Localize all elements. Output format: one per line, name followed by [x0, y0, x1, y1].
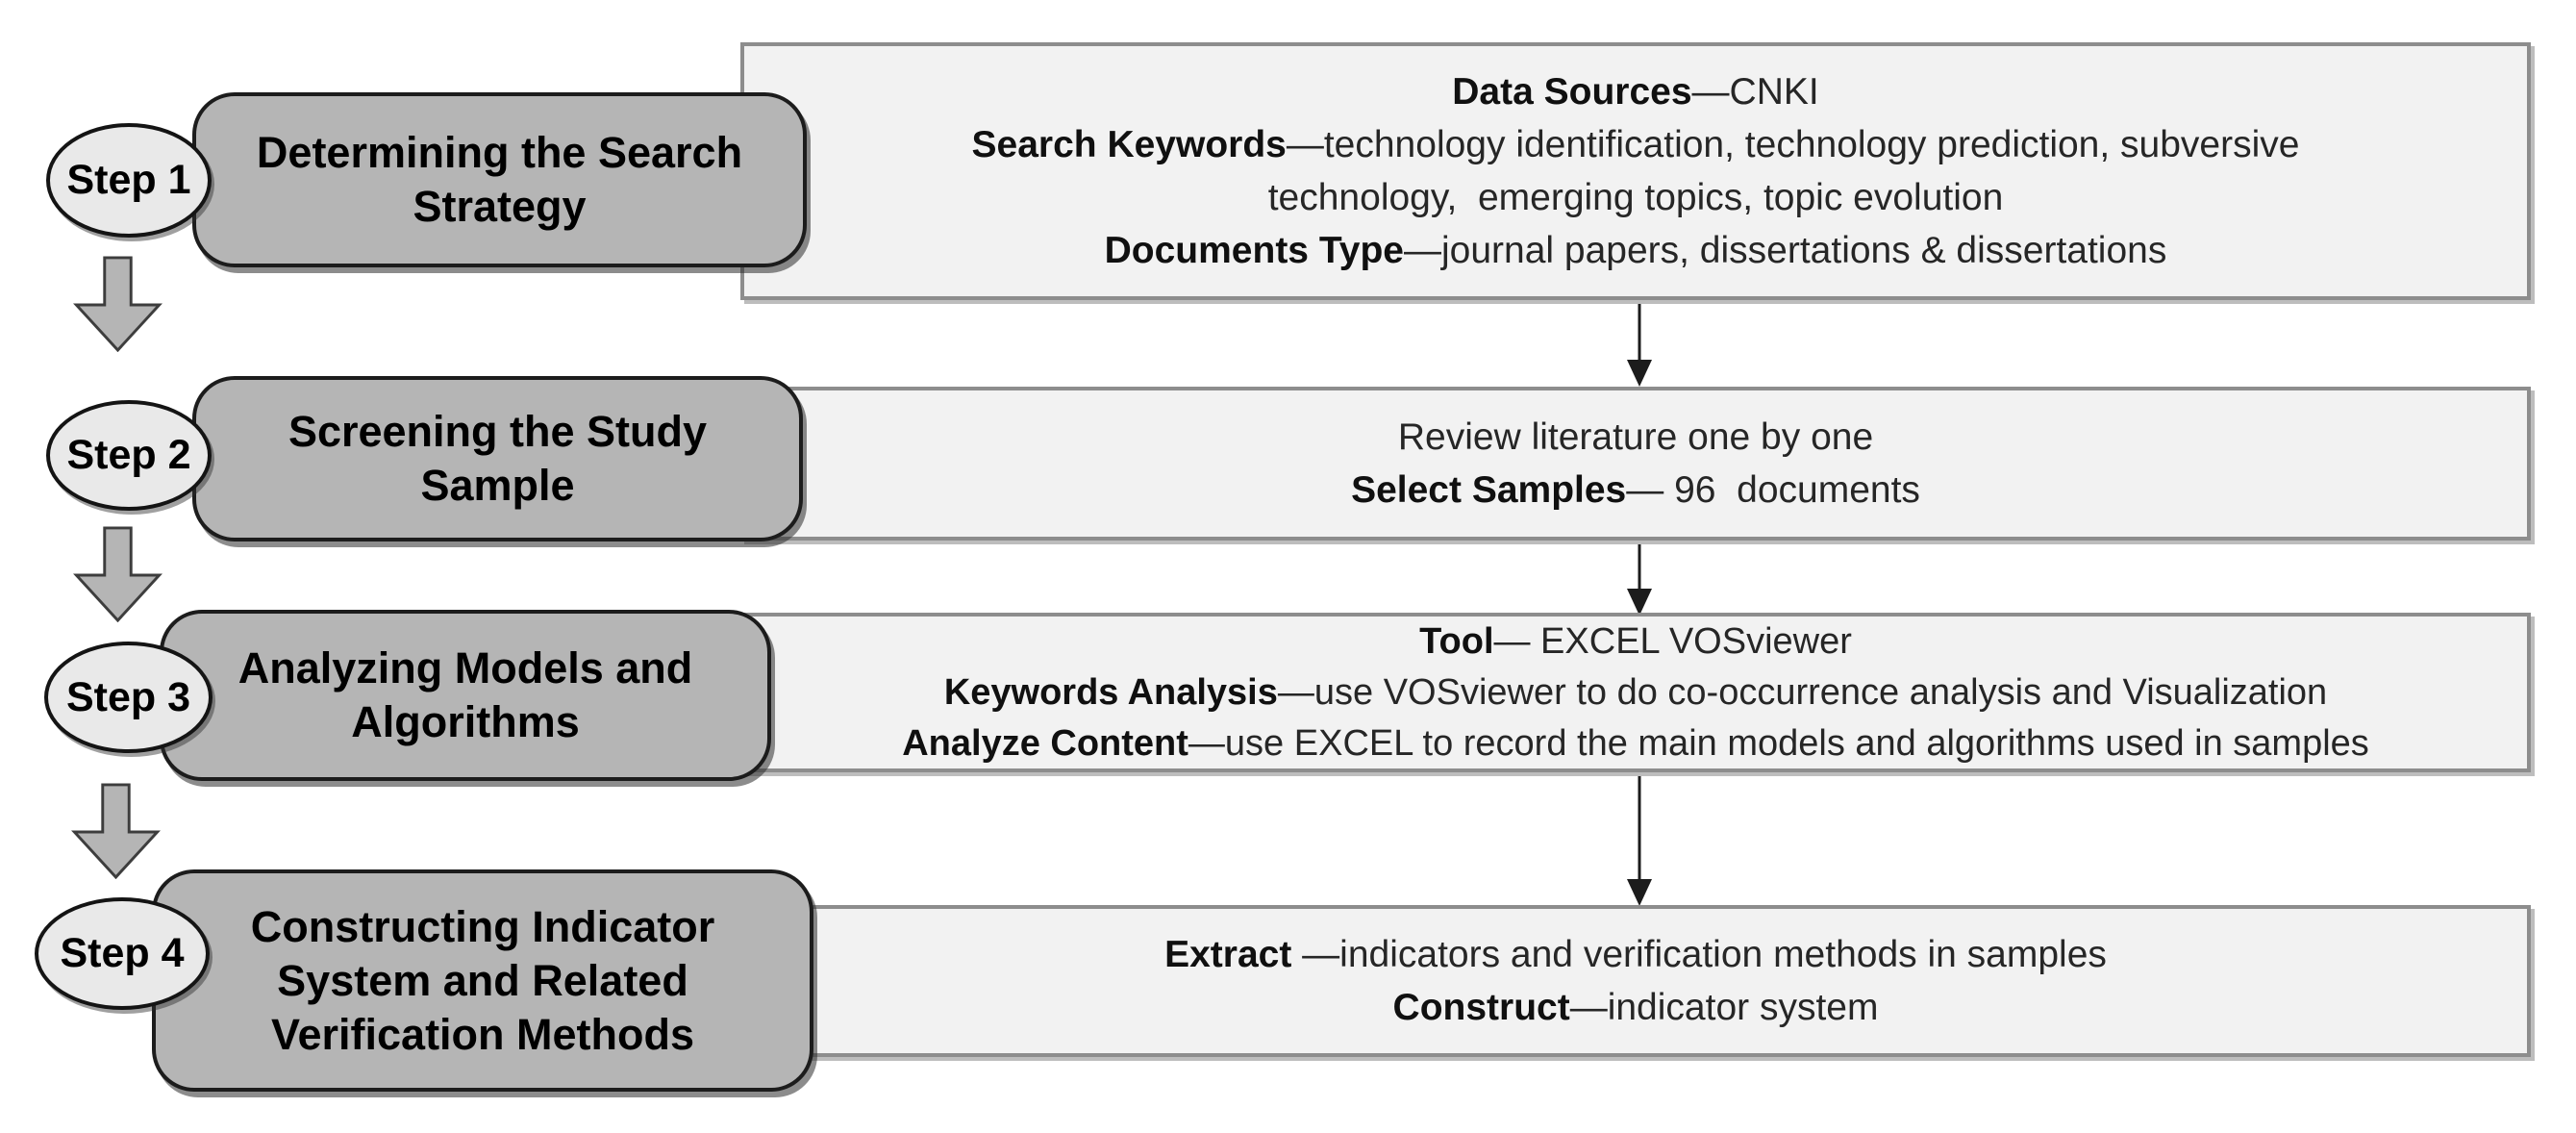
- step-box-4: Constructing Indicator System and Relate…: [152, 869, 813, 1092]
- detail-line: technology, emerging topics, topic evolu…: [1268, 171, 2004, 224]
- step-box-1: Determining the Search Strategy: [192, 92, 807, 267]
- detail-label: Keywords Analysis: [943, 671, 1278, 713]
- detail-line: Select Samples— 96 documents: [1351, 464, 1920, 516]
- detail-text: — 96 documents: [1626, 469, 1920, 511]
- connector-arrowhead: [1627, 360, 1652, 387]
- detail-text: technology, emerging topics, topic evolu…: [1267, 177, 2004, 218]
- detail-text: —use VOSviewer to do co-occurrence analy…: [1277, 671, 2328, 713]
- down-arrow-icon: [71, 783, 161, 879]
- detail-label: Data Sources: [1452, 71, 1692, 113]
- detail-line: Construct—indicator system: [1393, 981, 1879, 1034]
- step-title: Analyzing Models and Algorithms: [238, 643, 693, 746]
- step-badge-3: Step 3: [44, 642, 213, 753]
- detail-text: —indicator system: [1569, 987, 1879, 1028]
- step-box-2: Screening the Study Sample: [192, 376, 803, 541]
- detail-line: Review literature one by one: [1398, 411, 1873, 464]
- down-arrow-icon: [73, 526, 163, 622]
- detail-text: —use EXCEL to record the main models and…: [1188, 722, 2369, 764]
- detail-line: Analyze Content—use EXCEL to record the …: [902, 718, 2369, 769]
- step-title: Screening the Study Sample: [288, 407, 708, 510]
- step-badge-2: Step 2: [46, 400, 212, 511]
- connector-arrowhead: [1627, 879, 1652, 906]
- connector-arrow-icon: [1622, 771, 1657, 906]
- detail-box-step-3: Tool— EXCEL VOSviewer Keywords Analysis—…: [740, 613, 2531, 772]
- detail-label: Analyze Content: [902, 722, 1188, 764]
- detail-line: Documents Type—journal papers, dissertat…: [1105, 224, 2167, 277]
- detail-box-step-2: Review literature one by one Select Samp…: [740, 387, 2531, 541]
- step-badge-label: Step 2: [66, 432, 191, 478]
- step-badge-label: Step 1: [66, 157, 191, 203]
- detail-label: Tool: [1419, 620, 1494, 662]
- connector-line: [1638, 771, 1641, 881]
- connector-arrow-icon: [1622, 541, 1657, 616]
- detail-label: Construct: [1392, 987, 1570, 1028]
- detail-label: Select Samples: [1351, 469, 1627, 511]
- detail-label: Documents Type: [1104, 230, 1404, 271]
- step-title: Constructing Indicator System and Relate…: [250, 901, 715, 1059]
- step-badge-label: Step 3: [65, 673, 191, 720]
- detail-line: Search Keywords—technology identificatio…: [972, 118, 2300, 171]
- connector-line: [1638, 541, 1641, 591]
- detail-text: — EXCEL VOSviewer: [1493, 620, 1852, 662]
- detail-line: Tool— EXCEL VOSviewer: [1419, 617, 1852, 667]
- connector-arrowhead: [1627, 589, 1652, 616]
- step-title: Determining the Search Strategy: [256, 128, 743, 231]
- detail-text: —technology identification, technology p…: [1286, 124, 2300, 165]
- detail-line: Extract —indicators and verification met…: [1164, 928, 2107, 981]
- detail-box-step-1: Data Sources—CNKI Search Keywords—techno…: [740, 42, 2531, 300]
- connector-line: [1638, 302, 1641, 362]
- connector-arrow-icon: [1622, 302, 1657, 387]
- detail-label: Extract: [1164, 934, 1292, 975]
- step-badge-4: Step 4: [35, 897, 210, 1010]
- down-arrow-icon: [73, 256, 163, 352]
- detail-box-step-4: Extract —indicators and verification met…: [740, 905, 2531, 1057]
- detail-text: —indicators and verification methods in …: [1291, 934, 2107, 975]
- detail-line: Data Sources—CNKI: [1452, 65, 1818, 118]
- detail-label: Search Keywords: [971, 124, 1287, 165]
- detail-text: —CNKI: [1691, 71, 1819, 113]
- step-badge-label: Step 4: [60, 930, 185, 976]
- detail-line: Keywords Analysis—use VOSviewer to do co…: [944, 667, 2327, 718]
- step-badge-1: Step 1: [46, 123, 212, 238]
- step-box-3: Analyzing Models and Algorithms: [160, 610, 771, 781]
- detail-text: —journal papers, dissertations & dissert…: [1403, 230, 2167, 271]
- detail-text: Review literature one by one: [1397, 416, 1874, 458]
